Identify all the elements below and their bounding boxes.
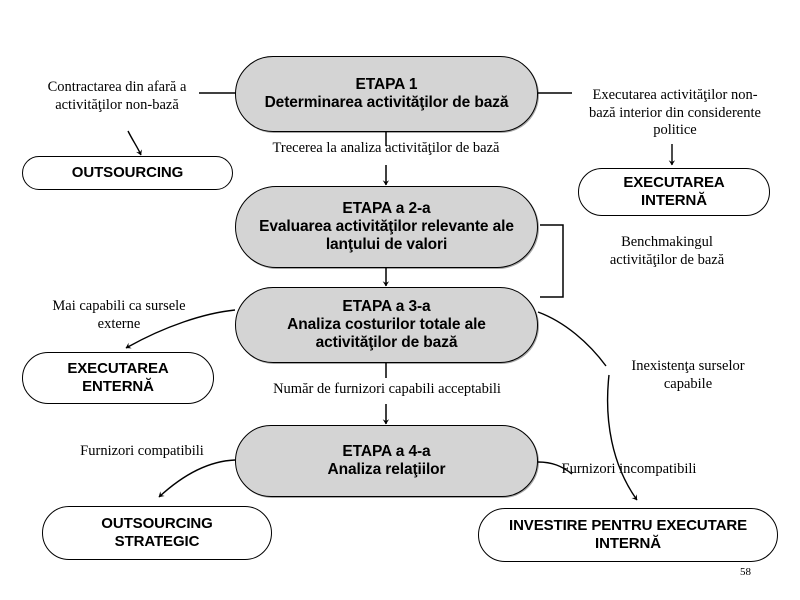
outcome-investire-line1: INVESTIRE PENTRU EXECUTARE xyxy=(509,517,747,535)
note-mai-capabili: Mai capabili ca sursele externe xyxy=(52,298,186,332)
stage-2-line3: lanţului de valori xyxy=(325,236,448,254)
stage-2-line1: ETAPA a 2-a xyxy=(342,199,431,217)
stage-3-line2: Analiza costurilor totale ale xyxy=(287,315,486,333)
stage-4-line1: ETAPA a 4-a xyxy=(342,442,431,460)
note-numar-furnizori: Număr de furnizori capabili acceptabili xyxy=(273,381,501,397)
note-executare-politice: Executarea activităţilor non- bază inter… xyxy=(589,87,761,139)
outcome-outsourcing-text: OUTSOURCING xyxy=(71,164,184,182)
note-trecerea: Trecerea la analiza activităţilor de baz… xyxy=(272,140,500,156)
note-contractare: Contractarea din afară a activităţilor n… xyxy=(47,79,187,113)
outcome-executarea-enterna-line1: EXECUTAREA xyxy=(67,360,169,378)
note-furnizori-incompatibili: Furnizori incompatibili xyxy=(561,461,697,477)
stage-3-line3: activităţilor de bază xyxy=(315,334,458,352)
arrow-contractare-to-outsourcing xyxy=(127,130,142,156)
outcome-investire-line2: INTERNĂ xyxy=(595,535,661,552)
stage-1-line2: Determinarea activităţilor de bază xyxy=(264,94,509,111)
outcome-executarea-interna-line2: INTERNĂ xyxy=(641,192,707,209)
stage-3-line1: ETAPA a 3-a xyxy=(342,297,431,315)
note-benchmarking: Benchmakingul activităţilor de bază xyxy=(609,234,725,268)
connector-stage3-right-curve xyxy=(537,311,607,367)
bracket-benchmarking xyxy=(540,224,564,298)
note-furnizori-compatibili: Furnizori compatibili xyxy=(80,443,204,459)
stage-1-line1: ETAPA 1 xyxy=(355,75,418,93)
arrow-inexistenta-to-investire xyxy=(606,374,638,501)
stage-2-line2: Evaluarea activităţilor relevante ale xyxy=(259,217,514,235)
outcome-outsourcing-strategic-line1: OUTSOURCING xyxy=(101,515,213,533)
arrow-stage4-to-outsourcing-strategic xyxy=(158,459,236,498)
outcome-executarea-enterna-line2: ENTERNĂ xyxy=(82,378,154,395)
outcome-outsourcing-strategic-line2: STRATEGIC xyxy=(114,533,200,550)
stage-4-line2: Analiza relaţiilor xyxy=(327,461,446,478)
outcome-executarea-interna-line1: EXECUTAREA xyxy=(623,174,725,192)
page-number: 58 xyxy=(740,566,751,578)
note-inexistenta: Inexistenţa surselor capabile xyxy=(631,358,745,392)
outcome-outsourcing-node[interactable]: OUTSOURCING xyxy=(22,156,233,190)
